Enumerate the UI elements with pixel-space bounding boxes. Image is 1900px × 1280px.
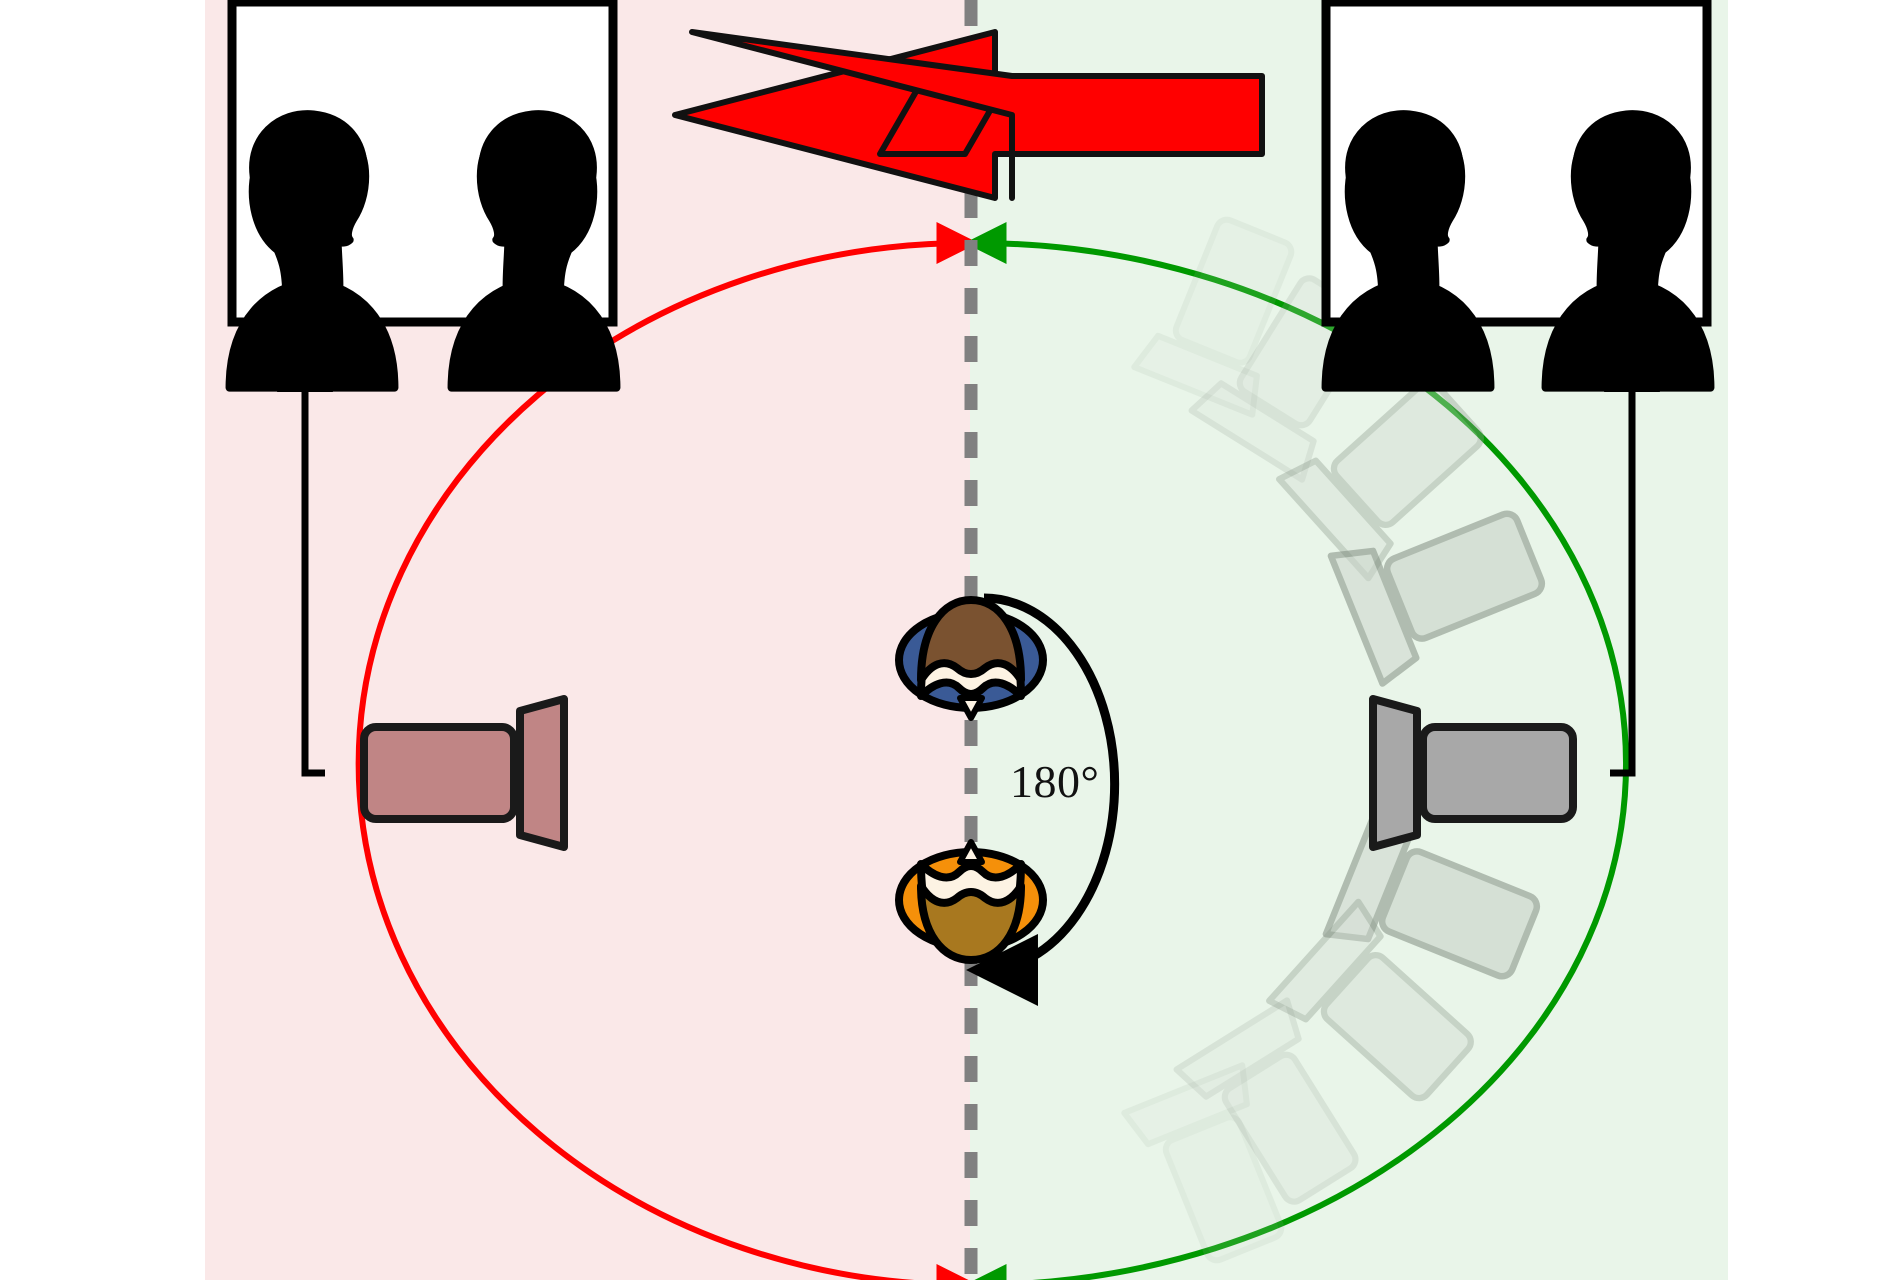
right-view-thumbnail[interactable] [1321, 0, 1710, 388]
angle-arc [966, 593, 1120, 1006]
subject-bottom-head [895, 839, 1047, 964]
left-camera[interactable] [360, 695, 568, 851]
ghost-camera-trail [1121, 216, 1546, 1264]
right-camera-to-thumbnail-connector [1604, 336, 1660, 777]
right-rotation-arc [964, 222, 1630, 1280]
left-camera-to-thumbnail-connector [277, 336, 333, 777]
bidirectional-swap-arrow [672, 29, 1265, 201]
right-camera[interactable] [1369, 695, 1577, 851]
subject-top-head [895, 596, 1047, 721]
angle-label: 180° [1010, 756, 1100, 807]
swap-arrow-right [689, 29, 1265, 201]
left-rotation-arc [355, 222, 979, 1280]
left-view-thumbnail[interactable] [229, 0, 616, 388]
